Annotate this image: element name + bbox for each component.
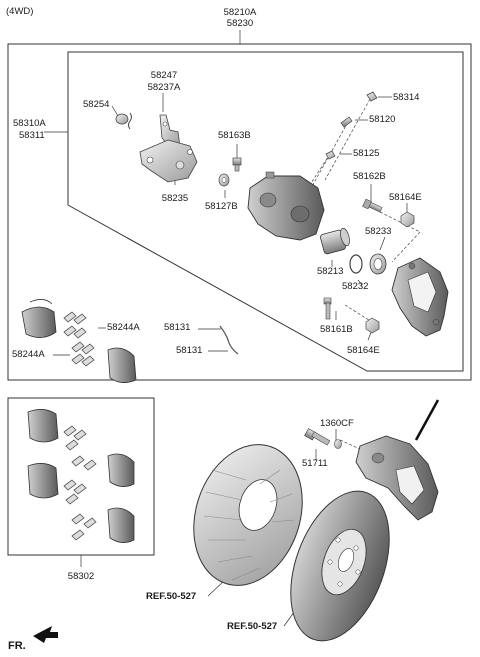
assembly-number-2: 58230 [226,18,254,29]
seal-58232-icon [349,254,363,274]
leader-lines [44,30,408,627]
parking-lever-icon [139,139,198,183]
dust-cap-58125-icon [325,150,336,160]
part-label-58120: 58120 [369,114,396,125]
spring-58254-icon [115,112,132,130]
brake-pads-set-main [21,299,137,383]
guide-bolt-58161B-icon [323,297,332,320]
part-label-58164E-top: 58164E [389,192,422,203]
boot-58233-icon [369,253,387,275]
part-label-58164E-bottom: 58164E [347,345,380,356]
bolt-51711-icon [304,428,331,446]
part-label-58237A: 58237A [147,82,181,93]
part-label-58125: 58125 [353,148,380,159]
part-label-51711: 51711 [302,458,328,469]
part-label-58247: 58247 [150,70,178,81]
part-label-58127B: 58127B [205,201,238,212]
part-label-58161B: 58161B [320,324,353,335]
part-label-58235: 58235 [161,193,189,204]
main-assembly-box [7,43,472,381]
bleeder-cap-icon [366,91,378,102]
piston-58213-icon [320,227,350,255]
part-label-58131-top: 58131 [164,322,191,333]
part-label-1360CF: 1360CF [320,418,354,429]
part-label-58302: 58302 [67,571,95,582]
boot-58164E-bottom-icon [365,317,380,334]
guide-bolt-58162B-icon [362,198,383,213]
part-label-58232: 58232 [342,281,369,292]
parking-spring-icon [159,114,181,149]
caliper-body-icon [247,171,325,241]
reference-disc: REF.50-527 [227,621,278,632]
wear-sensor-58131-icon [219,325,239,355]
part-label-58314: 58314 [393,92,420,103]
caliper-housing-number-2: 58311 [19,130,45,141]
assembly-number-1: 58210A [223,7,257,18]
dust-shield-icon [193,444,303,586]
washer-58127B-icon [218,173,230,187]
part-label-58163B: 58163B [218,130,251,141]
brake-pads-kit [27,409,135,543]
bleeder-screw-icon [340,116,353,128]
brake-disc-icon [290,490,390,642]
part-label-58213: 58213 [317,266,344,277]
washer-1360CF-icon [334,439,342,449]
caliper-bracket-icon [391,257,449,337]
part-label-58244A-right: 58244A [107,322,140,333]
part-label-58244A-left: 58244A [12,349,45,360]
boot-58164E-top-icon [400,211,415,228]
front-direction-label: FR. [8,640,26,652]
part-label-58233: 58233 [365,226,392,237]
front-direction-arrow-icon [33,626,58,643]
caliper-assembled-icon [355,399,440,521]
caliper-housing-number-1: 58310A [13,118,46,129]
reference-dust-shield: REF.50-527 [146,591,197,602]
part-label-58254: 58254 [83,99,110,110]
part-label-58162B: 58162B [353,171,386,182]
part-label-58131-bottom: 58131 [176,345,203,356]
bolt-58163B-icon [232,157,242,172]
caliper-group-outline [67,51,464,372]
variant-label: (4WD) [6,6,34,17]
